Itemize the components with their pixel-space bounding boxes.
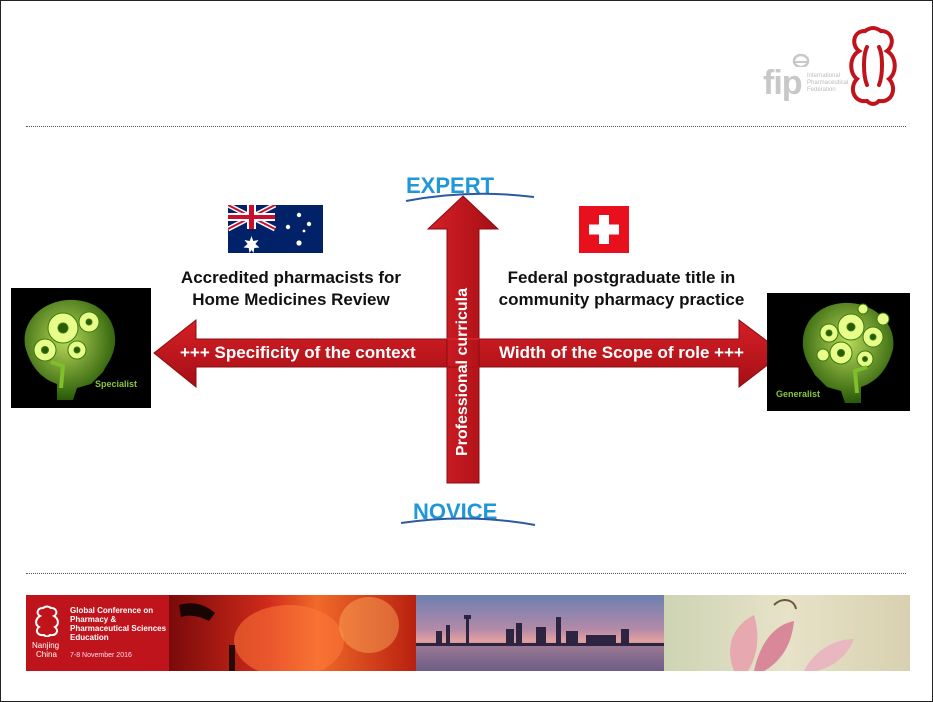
skyline-icon bbox=[416, 615, 664, 671]
vertical-arrow-text: Professional curricula bbox=[454, 287, 471, 457]
generalist-caption: Generalist bbox=[776, 389, 821, 399]
novice-underline bbox=[400, 517, 536, 526]
conference-line3: Pharmaceutical Sciences bbox=[70, 624, 167, 633]
conference-country: China bbox=[36, 650, 57, 659]
conference-city: Nanjing bbox=[32, 641, 60, 650]
right-arrow-text: Width of the Scope of role +++ bbox=[499, 343, 744, 362]
right-caption: Federal postgraduate title in community … bbox=[479, 267, 764, 311]
specialist-head-image: Specialist bbox=[11, 288, 151, 408]
gear-head-icon bbox=[24, 299, 116, 400]
footer-lanterns-image bbox=[169, 595, 416, 671]
right-caption-line2: community pharmacy practice bbox=[498, 290, 745, 309]
left-caption-line1: Accredited pharmacists for bbox=[180, 268, 402, 287]
ornament-logo-icon bbox=[35, 605, 59, 637]
fip-logo: fip International Pharmaceutical Federat… bbox=[763, 53, 849, 109]
conference-line4: Education bbox=[70, 633, 109, 642]
top-divider bbox=[26, 126, 906, 127]
fip-logo-text: fip bbox=[763, 64, 803, 102]
left-arrow-text: +++ Specificity of the context bbox=[180, 343, 416, 362]
ornament-logo-icon bbox=[849, 26, 897, 106]
lantern-icon bbox=[179, 597, 399, 671]
bottom-divider bbox=[26, 573, 906, 574]
footer-skyline-image bbox=[416, 595, 664, 671]
footer-flower-image bbox=[664, 595, 910, 671]
conference-line1: Global Conference on bbox=[70, 606, 154, 615]
expert-underline bbox=[405, 192, 535, 202]
footer-banner: Global Conference on Pharmacy & Pharmace… bbox=[26, 595, 910, 671]
switzerland-flag-icon bbox=[579, 206, 629, 253]
fip-logo-ring-icon bbox=[792, 53, 810, 67]
specialist-caption: Specialist bbox=[95, 379, 138, 389]
right-caption-line1: Federal postgraduate title in bbox=[507, 268, 736, 287]
australia-flag-icon bbox=[228, 205, 323, 253]
conference-brand: Global Conference on Pharmacy & Pharmace… bbox=[26, 595, 169, 671]
fip-logo-subtext: International Pharmaceutical Federation bbox=[807, 73, 849, 93]
conference-line2: Pharmacy & bbox=[70, 615, 117, 624]
gear-head-icon bbox=[802, 302, 894, 403]
left-caption: Accredited pharmacists for Home Medicine… bbox=[151, 267, 431, 311]
magnolia-icon bbox=[730, 599, 854, 671]
conference-location: Nanjing China bbox=[32, 641, 59, 659]
conference-dates: 7-8 November 2016 bbox=[70, 652, 132, 659]
left-caption-line2: Home Medicines Review bbox=[192, 290, 390, 309]
generalist-head-image: Generalist bbox=[767, 293, 910, 411]
conference-title: Global Conference on Pharmacy & Pharmace… bbox=[70, 606, 166, 642]
